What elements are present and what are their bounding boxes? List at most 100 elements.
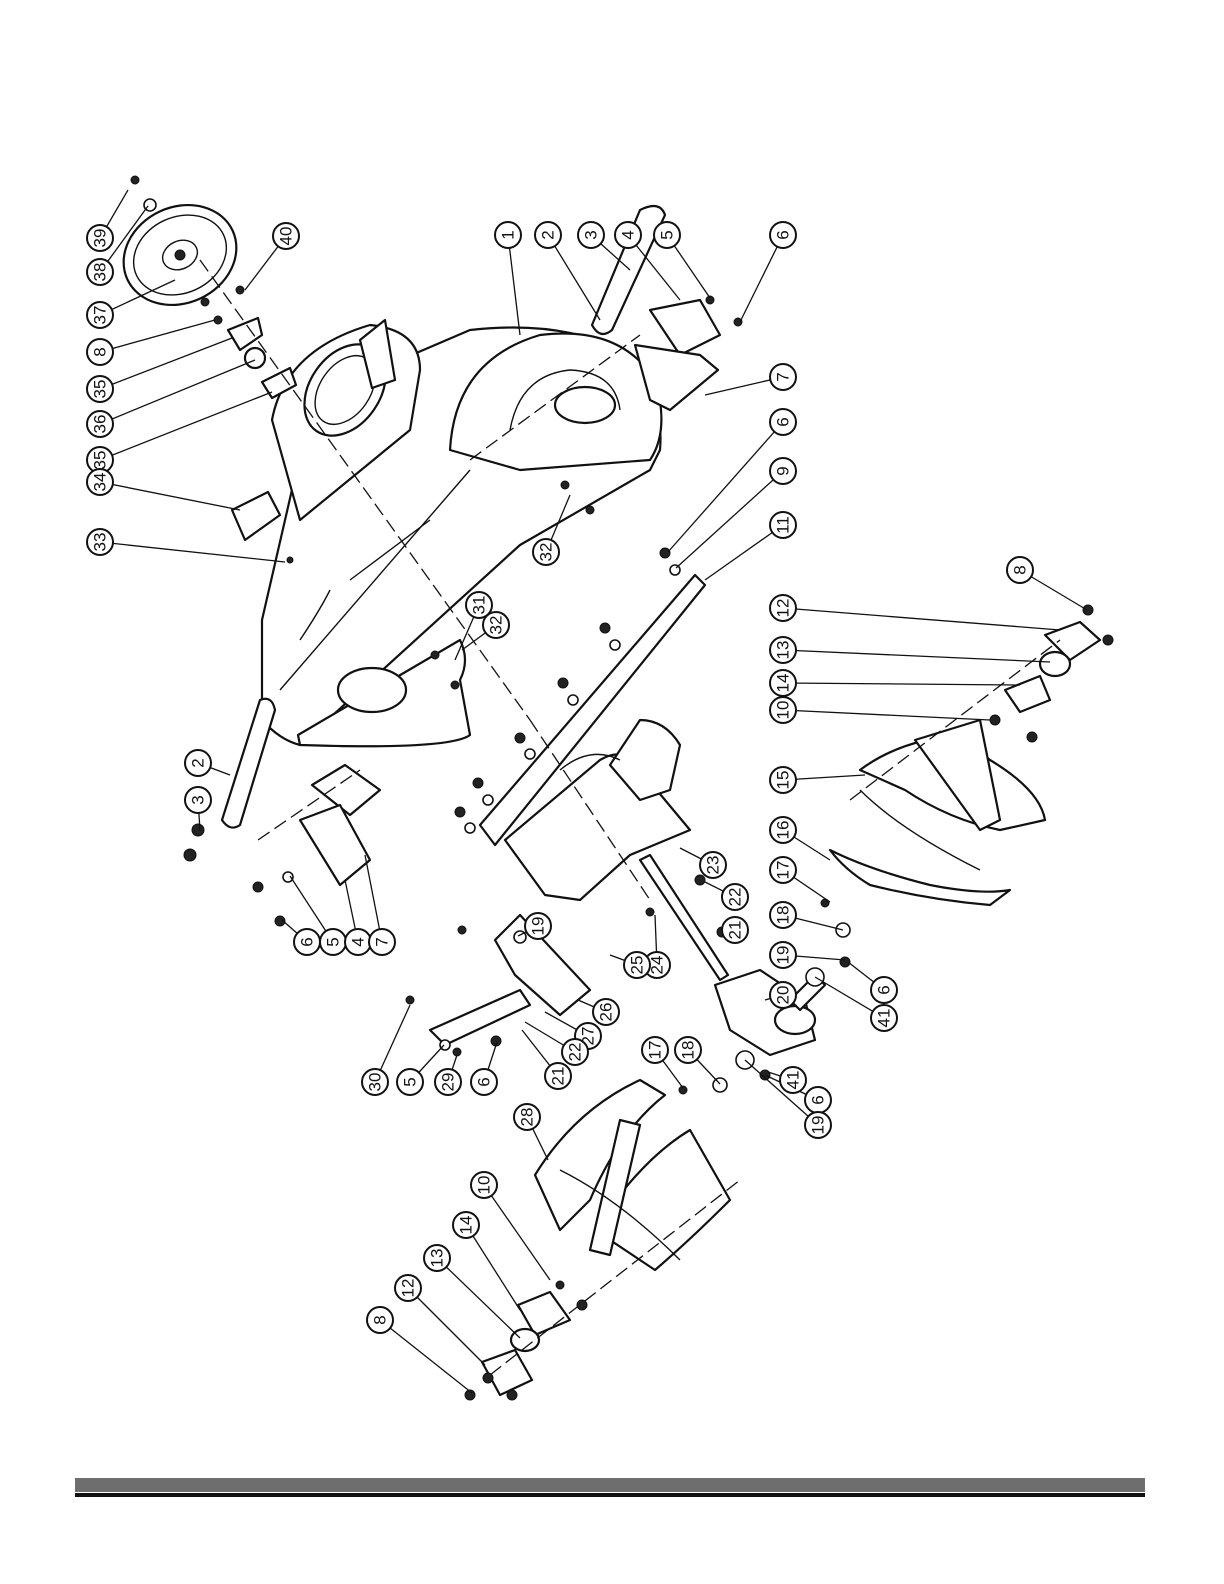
callout-number: 11 xyxy=(774,516,793,534)
callout-number: 22 xyxy=(566,1043,585,1062)
callout-number: 10 xyxy=(475,1176,494,1195)
callout-33: 33 xyxy=(87,529,113,555)
callout-number: 5 xyxy=(401,1077,420,1086)
callout-number: 7 xyxy=(774,372,793,381)
callout-number: 8 xyxy=(91,347,110,356)
callout-5: 5 xyxy=(654,222,680,248)
callout-number: 7 xyxy=(373,937,392,946)
callout-21: 21 xyxy=(545,1063,571,1089)
callout-number: 16 xyxy=(774,821,793,840)
callout-13: 13 xyxy=(424,1245,450,1271)
callout-number: 26 xyxy=(597,1003,616,1022)
callout-number: 37 xyxy=(91,306,110,325)
callout-40: 40 xyxy=(273,223,299,249)
callout-18: 18 xyxy=(675,1037,701,1063)
callout-number: 15 xyxy=(774,771,793,790)
callout-number: 6 xyxy=(875,985,894,994)
callout-number: 4 xyxy=(349,937,368,946)
leader-line-10 xyxy=(484,1185,550,1280)
callout-8: 8 xyxy=(1007,557,1033,583)
callout-41: 41 xyxy=(871,1005,897,1031)
callout-36: 36 xyxy=(87,411,113,437)
bearing-assembly-upper xyxy=(228,318,296,398)
callout-number: 6 xyxy=(774,230,793,239)
callout-number: 22 xyxy=(726,888,745,907)
callout-number: 32 xyxy=(487,616,506,635)
callout-number: 18 xyxy=(774,906,793,925)
leader-line-35 xyxy=(100,338,232,389)
auger-right xyxy=(830,720,1045,905)
callout-41: 41 xyxy=(780,1067,806,1093)
callout-number: 20 xyxy=(774,986,793,1005)
callout-34: 34 xyxy=(87,469,113,495)
callout-number: 4 xyxy=(619,230,638,239)
callout-12: 12 xyxy=(770,595,796,621)
callout-3: 3 xyxy=(185,787,211,813)
callout-32: 32 xyxy=(483,612,509,638)
callout-number: 5 xyxy=(658,230,677,239)
callout-number: 2 xyxy=(189,758,208,767)
callout-6: 6 xyxy=(770,409,796,435)
callout-9: 9 xyxy=(770,458,796,484)
leader-line-1 xyxy=(508,235,520,335)
callout-6: 6 xyxy=(770,222,796,248)
callout-16: 16 xyxy=(770,817,796,843)
callout-28: 28 xyxy=(514,1104,540,1130)
callout-17: 17 xyxy=(770,857,796,883)
callout-number: 33 xyxy=(91,533,110,552)
callout-number: 23 xyxy=(704,856,723,875)
mounting-bracket xyxy=(430,915,590,1045)
callout-number: 6 xyxy=(298,937,317,946)
callout-number: 8 xyxy=(1011,565,1030,574)
callout-39: 39 xyxy=(87,225,113,251)
leader-line-14 xyxy=(783,683,1020,685)
callout-32: 32 xyxy=(533,539,559,565)
callout-number: 19 xyxy=(774,946,793,965)
callout-number: 17 xyxy=(646,1041,665,1060)
callout-7: 7 xyxy=(770,364,796,390)
leader-line-8 xyxy=(380,1320,472,1393)
leader-line-13 xyxy=(437,1258,520,1338)
callout-13: 13 xyxy=(770,637,796,663)
callout-number: 28 xyxy=(518,1108,537,1127)
leader-line-11 xyxy=(705,525,783,580)
callout-number: 21 xyxy=(726,921,745,940)
callout-number: 13 xyxy=(428,1249,447,1268)
callout-23: 23 xyxy=(700,852,726,878)
callout-19: 19 xyxy=(770,942,796,968)
callout-25: 25 xyxy=(624,952,650,978)
callout-5: 5 xyxy=(320,929,346,955)
leader-line-8 xyxy=(100,320,215,352)
callout-18: 18 xyxy=(770,902,796,928)
callout-number: 40 xyxy=(277,227,296,246)
callout-30: 30 xyxy=(362,1069,388,1095)
callout-10: 10 xyxy=(471,1172,497,1198)
callout-35: 35 xyxy=(87,376,113,402)
leader-line-6 xyxy=(740,235,783,322)
callout-20: 20 xyxy=(770,982,796,1008)
callout-number: 12 xyxy=(774,599,793,618)
bearing-assembly-left xyxy=(482,1292,570,1395)
leader-line-13 xyxy=(783,650,1050,662)
callout-7: 7 xyxy=(369,929,395,955)
callout-8: 8 xyxy=(87,339,113,365)
callout-5: 5 xyxy=(397,1069,423,1095)
callout-11: 11 xyxy=(770,512,796,538)
callout-number: 25 xyxy=(628,956,647,975)
callout-number: 35 xyxy=(91,451,110,470)
callout-number: 19 xyxy=(809,1116,828,1135)
callout-number: 29 xyxy=(439,1073,458,1092)
footer-rule xyxy=(75,1493,1145,1497)
callout-number: 3 xyxy=(189,795,208,804)
callout-number: 35 xyxy=(91,380,110,399)
footer-bar xyxy=(75,1478,1145,1492)
leader-line-9 xyxy=(676,471,783,568)
callout-number: 41 xyxy=(784,1071,803,1090)
callout-26: 26 xyxy=(593,999,619,1025)
callout-number: 13 xyxy=(774,641,793,660)
callout-number: 14 xyxy=(774,674,793,693)
callout-number: 3 xyxy=(582,230,601,239)
callout-number: 31 xyxy=(470,596,489,615)
callout-22: 22 xyxy=(562,1039,588,1065)
callout-number: 32 xyxy=(537,543,556,562)
